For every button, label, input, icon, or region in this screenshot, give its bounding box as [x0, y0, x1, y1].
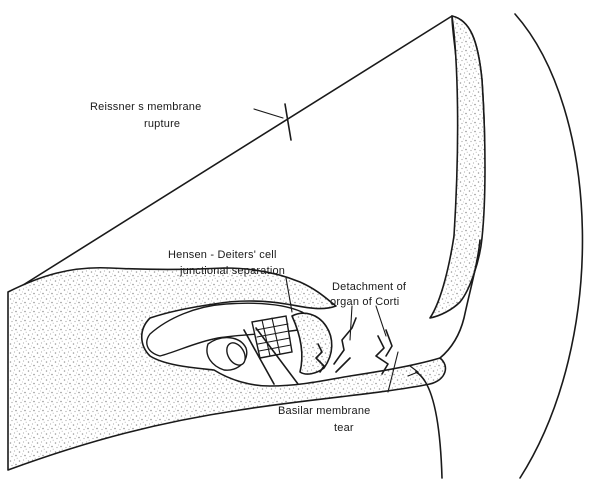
outer-hair-cells — [252, 316, 292, 358]
hensen-label-line1: Hensen - Deiters' cell — [168, 249, 277, 261]
outer-wall-arc — [515, 14, 582, 478]
corti-label-line1: Detachment of — [332, 281, 407, 293]
basilar-label-line2: tear — [334, 422, 354, 434]
reissner-rupture-mark — [285, 104, 291, 140]
corti-leader-1 — [350, 306, 352, 340]
reissner-label-line1: Reissner s membrane — [90, 101, 201, 113]
basilar-label-line1: Basilar membrane — [278, 405, 370, 417]
corti-leader-2 — [376, 306, 386, 336]
basilar-tear-mark-2 — [386, 330, 392, 356]
corti-label-line2: organ of Corti — [330, 296, 399, 308]
spiral-ligament — [430, 16, 485, 318]
reissner-label-line2: rupture — [144, 118, 180, 130]
organ-detachment-mark — [334, 318, 356, 364]
organ-detachment-mark-2 — [336, 358, 350, 372]
hensen-label-line2: junctional separation — [179, 265, 285, 277]
hensen-cells — [292, 313, 332, 374]
reissner-rupture-pointer — [254, 109, 283, 118]
lower-crest-curve — [416, 372, 442, 478]
